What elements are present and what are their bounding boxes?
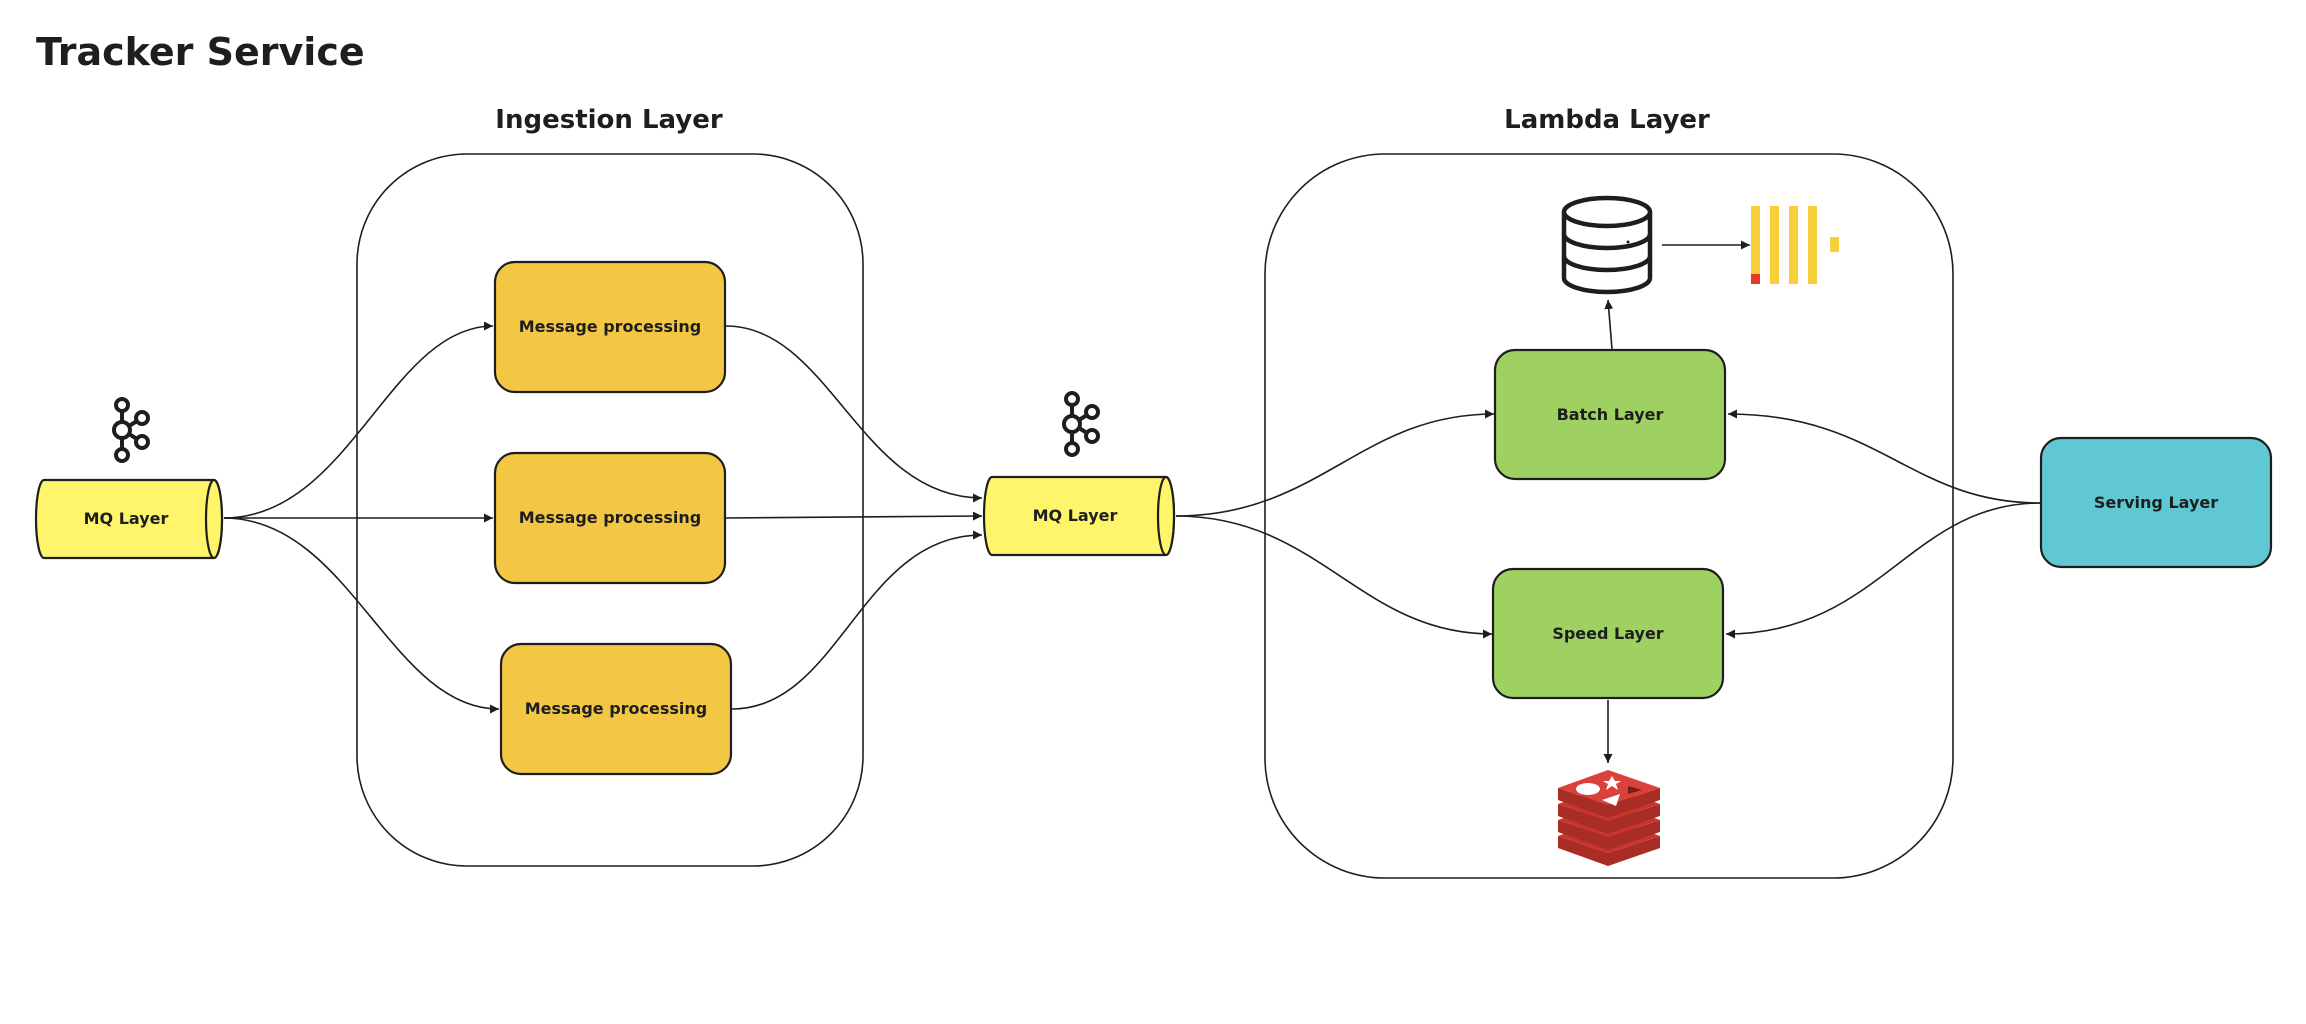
ingestion-layer-title: Ingestion Layer bbox=[495, 105, 723, 135]
edge-mp2-to-mq2 bbox=[725, 511, 983, 521]
edge-mp3-to-mq2 bbox=[731, 530, 983, 710]
message-processing-node-3[interactable]: Message processing bbox=[499, 642, 733, 776]
mq-layer-label-1: MQ Layer bbox=[84, 509, 169, 528]
edge-mp1-to-mq2 bbox=[725, 325, 983, 503]
serving-layer-label: Serving Layer bbox=[2094, 493, 2218, 512]
edge-mq1-to-mp1 bbox=[223, 321, 494, 519]
redis-icon bbox=[1558, 770, 1660, 866]
edge-mq2-to-speed bbox=[1175, 515, 1493, 639]
edge-serving-to-batch bbox=[1727, 409, 2041, 504]
kafka-icon bbox=[1062, 391, 1100, 457]
kafka-icon bbox=[112, 397, 150, 463]
edge-serving-to-speed bbox=[1725, 502, 2041, 639]
message-processing-label-1: Message processing bbox=[519, 317, 702, 336]
page-title: Tracker Service bbox=[36, 30, 365, 74]
batch-layer-node[interactable]: Batch Layer bbox=[1493, 348, 1727, 481]
lambda-layer-container bbox=[1264, 153, 1954, 879]
lambda-layer-title: Lambda Layer bbox=[1504, 105, 1710, 135]
message-processing-node-1[interactable]: Message processing bbox=[493, 260, 727, 394]
speed-layer-label: Speed Layer bbox=[1552, 624, 1663, 643]
edge-mq1-to-mp3 bbox=[223, 517, 500, 714]
message-processing-label-3: Message processing bbox=[525, 699, 708, 718]
batch-layer-label: Batch Layer bbox=[1557, 405, 1664, 424]
clickhouse-icon bbox=[1751, 206, 1839, 284]
edges bbox=[223, 240, 2041, 763]
edge-batch-to-database bbox=[1604, 299, 1614, 350]
mq-layer-label-2: MQ Layer bbox=[1033, 506, 1118, 525]
edge-mq2-to-batch bbox=[1175, 409, 1495, 517]
mq-layer-node-2[interactable]: MQ Layer bbox=[982, 475, 1176, 557]
speed-layer-node[interactable]: Speed Layer bbox=[1491, 567, 1725, 700]
serving-layer-node[interactable]: Serving Layer bbox=[2039, 436, 2273, 569]
message-processing-label-2: Message processing bbox=[519, 508, 702, 527]
message-processing-node-2[interactable]: Message processing bbox=[493, 451, 727, 585]
mq-layer-node-1[interactable]: MQ Layer bbox=[34, 478, 224, 560]
database-icon bbox=[1561, 195, 1653, 295]
ingestion-layer-container bbox=[356, 153, 864, 867]
